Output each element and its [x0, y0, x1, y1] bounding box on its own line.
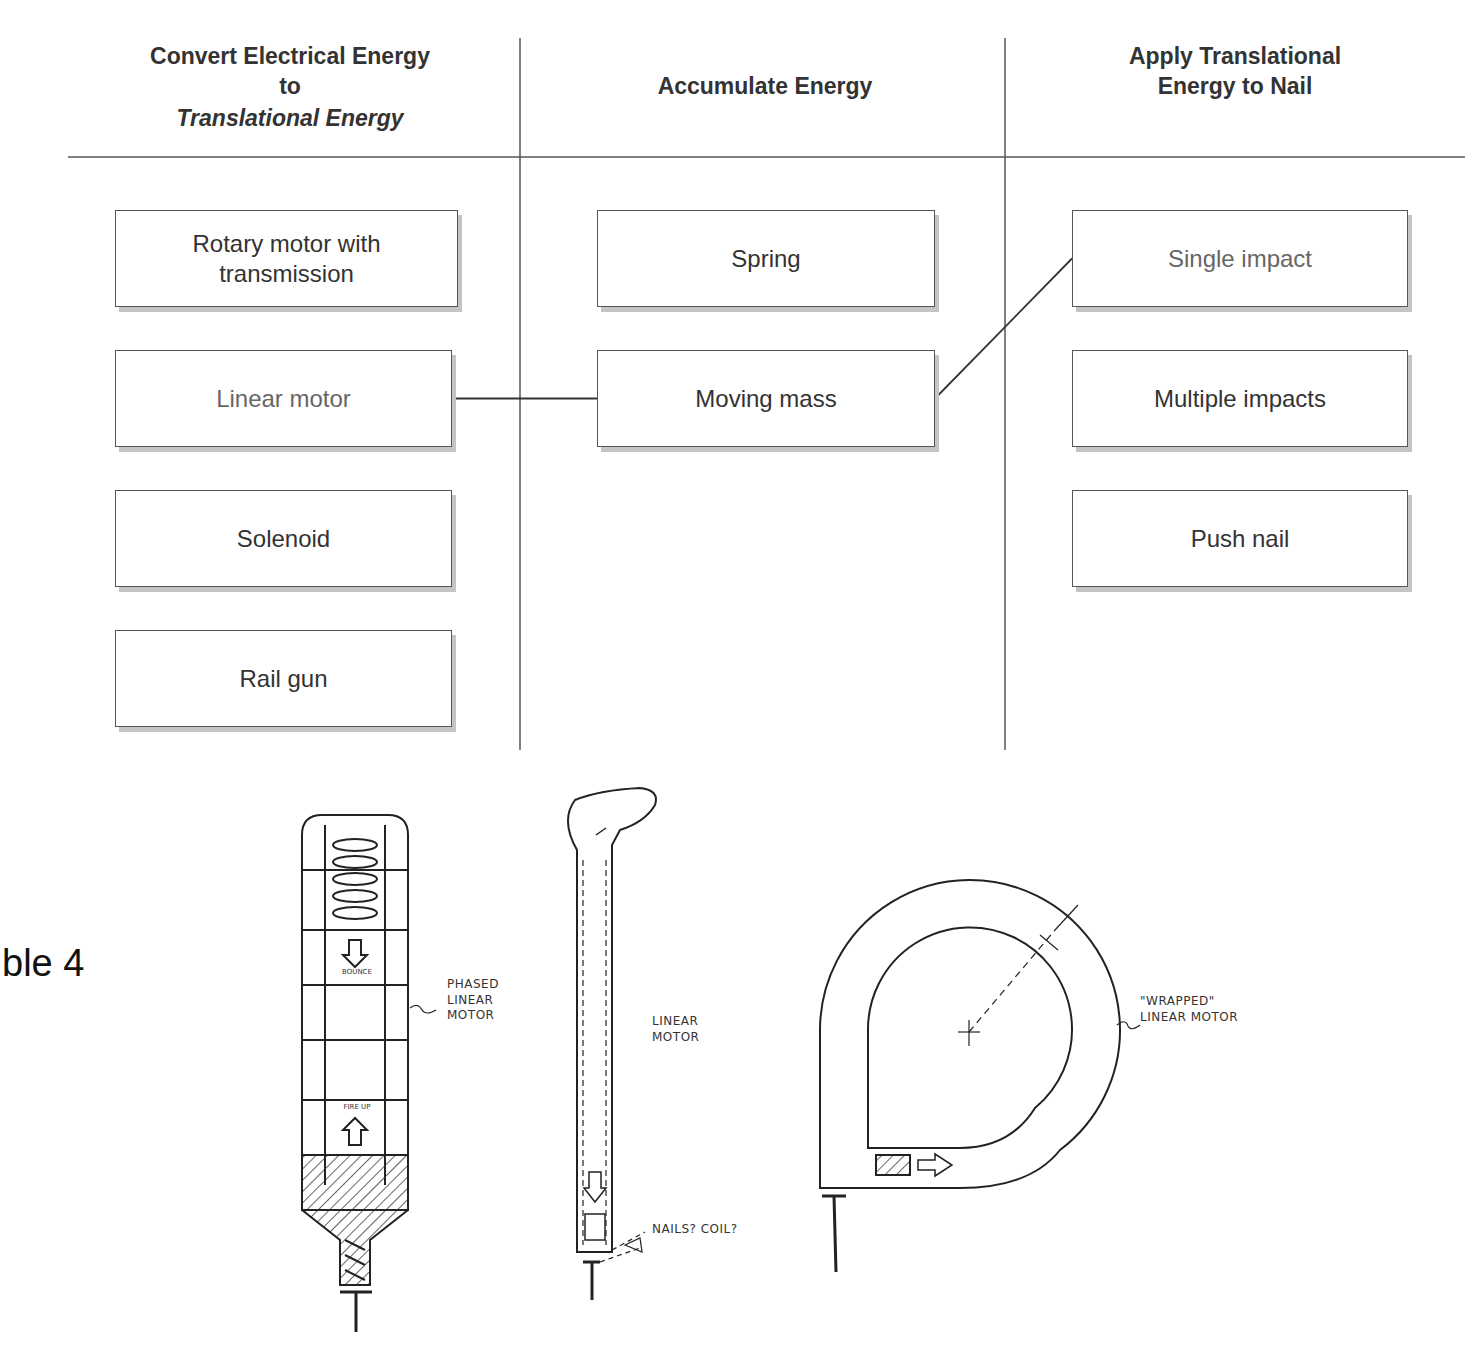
phased-linear-motor-sketch	[302, 815, 436, 1332]
option-box: Rotary motor with transmission	[115, 210, 458, 307]
option-box: Single impact	[1072, 210, 1408, 307]
sketch-note: LINEAR MOTOR	[652, 1014, 722, 1045]
page-fragment: ble 4	[2, 942, 122, 985]
linear-motor-sketch	[568, 788, 656, 1300]
option-box: Push nail	[1072, 490, 1408, 587]
column-heading: Translational Energy	[140, 104, 440, 134]
box-label: Rotary motor with transmission	[126, 229, 447, 289]
column-heading: Accumulate Energy	[620, 72, 910, 102]
box-label: Moving mass	[695, 384, 836, 414]
sketch-note: BOUNCE	[322, 968, 392, 977]
box-label: Multiple impacts	[1154, 384, 1326, 414]
option-box: Solenoid	[115, 490, 452, 587]
sketch-note: PHASED LINEAR MOTOR	[447, 977, 527, 1024]
option-box: Spring	[597, 210, 935, 307]
box-label: Spring	[731, 244, 800, 274]
column-heading: Apply Translational Energy to Nail	[1115, 42, 1355, 102]
box-label: Single impact	[1168, 244, 1312, 274]
option-box: Linear motor	[115, 350, 452, 447]
option-box: Moving mass	[597, 350, 935, 447]
option-box: Multiple impacts	[1072, 350, 1408, 447]
choice-link	[935, 259, 1072, 399]
box-label: Linear motor	[216, 384, 351, 414]
box-label: Rail gun	[239, 664, 327, 694]
choice-link	[452, 398, 597, 400]
box-label: Push nail	[1191, 524, 1290, 554]
sketch-note: "WRAPPED" LINEAR MOTOR	[1140, 994, 1250, 1025]
option-box: Rail gun	[115, 630, 452, 727]
sketch-note: FIRE UP	[322, 1103, 392, 1112]
wrapped-linear-motor-sketch	[820, 880, 1140, 1272]
sketch-note: NAILS? COIL?	[652, 1222, 782, 1238]
box-label: Solenoid	[237, 524, 330, 554]
column-heading: Convert Electrical Energy to	[140, 42, 440, 102]
table-rules	[68, 38, 1465, 750]
